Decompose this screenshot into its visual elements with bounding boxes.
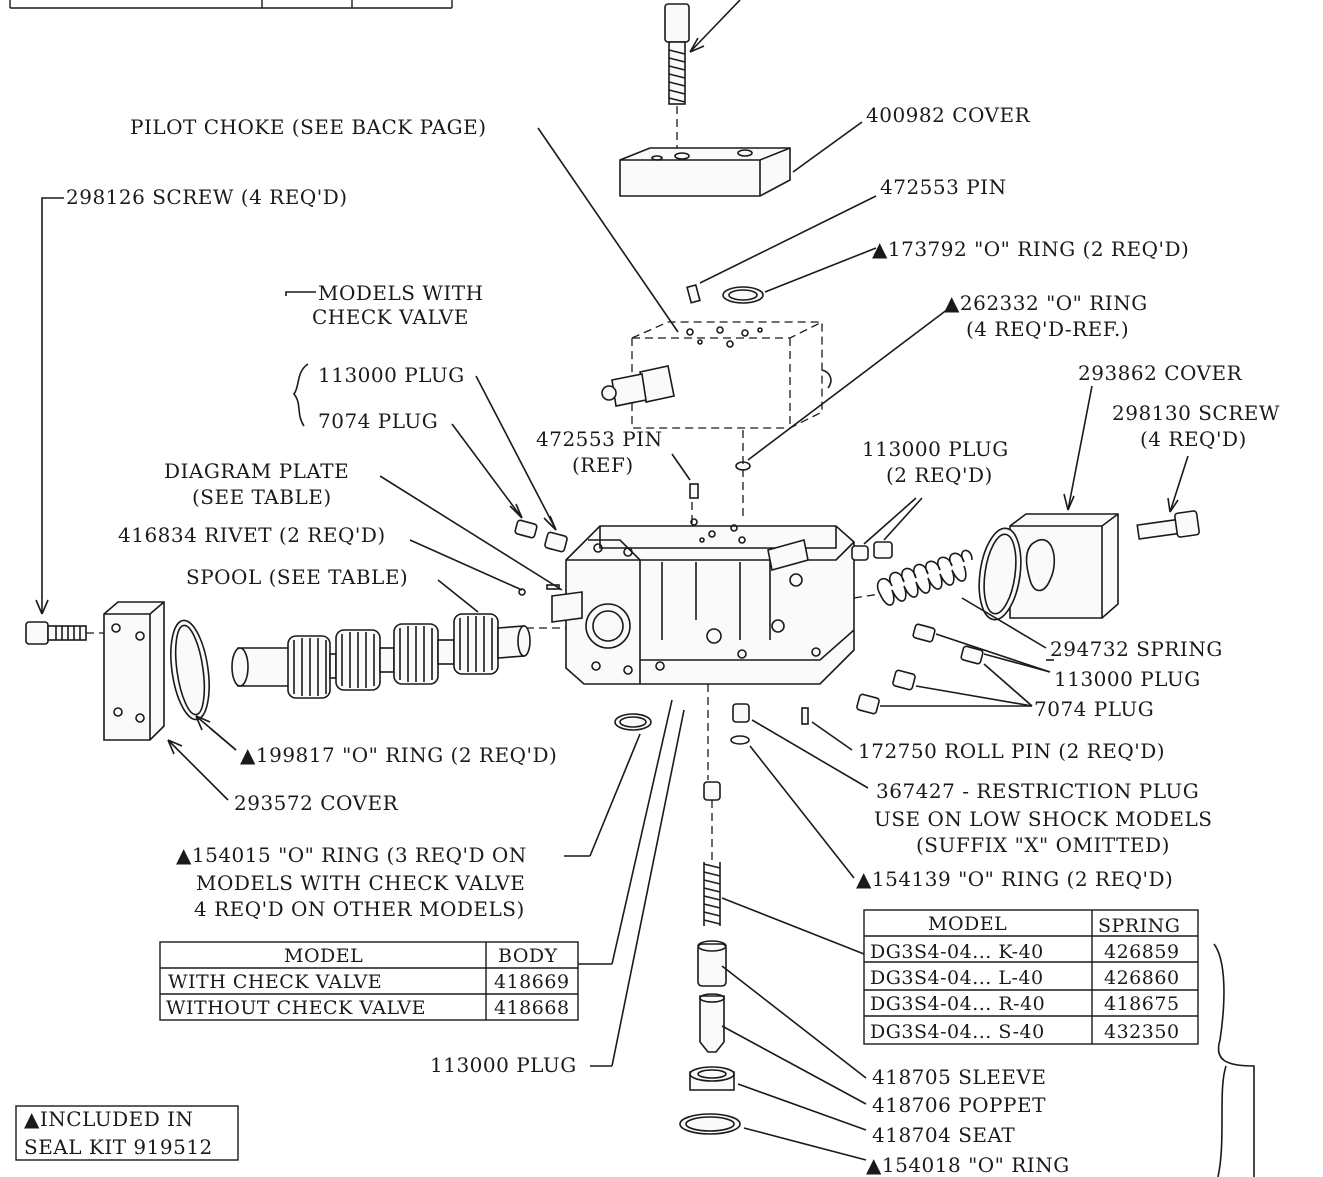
body-table-row-1-model: WITH CHECK VALVE: [168, 971, 382, 993]
cover-293572-part: [103, 601, 237, 801]
label-oring-173792: ▲173792 "O" RING (2 REQ'D): [872, 237, 1189, 261]
label-models-check-valve: MODELS WITH: [318, 281, 484, 305]
label-cover-400982: 400982 COVER: [866, 103, 1031, 127]
bottom-parts: [564, 699, 869, 1067]
label-pin-ref: 472553 PIN: [536, 427, 663, 451]
label-screw-298130-qty: (4 REQ'D): [1140, 427, 1247, 451]
seal-kit-line-2: SEAL KIT 919512: [24, 1135, 213, 1159]
leader-oring-199817: [209, 727, 237, 751]
oring-173792-part: [722, 247, 877, 304]
label-plug-7074-b: 7074 PLUG: [1034, 697, 1154, 721]
seal-kit-note: ▲INCLUDED IN SEAL KIT 919512: [15, 1105, 239, 1161]
label-plug-113000-c: 113000 PLUG: [1054, 667, 1201, 691]
top-long-screw: [664, 0, 741, 150]
table-brace-lower: [1217, 1065, 1227, 1177]
spring-table-header-model: MODEL: [928, 913, 1007, 935]
check-valve-stack: [679, 781, 867, 1161]
body-table: MODEL BODY WITH CHECK VALVE 418669 WITHO…: [159, 941, 579, 1021]
spring-294732-part: [876, 549, 1047, 649]
spring-table-row-1-spring: 426859: [1104, 941, 1180, 963]
table-brace: [1213, 943, 1255, 1177]
oring-262332-part: [735, 305, 953, 520]
spring-table-row-4-model: DG3S4-04... S-40: [870, 1021, 1045, 1043]
plug-parts: [379, 375, 1051, 715]
label-cover-293862: 293862 COVER: [1078, 361, 1243, 385]
label-oring-199817: ▲199817 "O" RING (2 REQ'D): [240, 743, 557, 767]
label-plug-113000-b-qty: (2 REQ'D): [886, 463, 993, 487]
screw-298126-part: [25, 197, 108, 645]
label-oring-154015-2: MODELS WITH CHECK VALVE: [196, 871, 525, 895]
label-spring-294732: 294732 SPRING: [1050, 637, 1223, 661]
label-oring-262332-qty: (4 REQ'D-REF.): [966, 317, 1129, 341]
spring-table-row-2-model: DG3S4-04... L-40: [870, 967, 1044, 989]
spring-table-row-4-spring: 432350: [1104, 1021, 1180, 1043]
top-table-fragment: [9, 0, 453, 9]
label-rivet-416834: 416834 RIVET (2 REQ'D): [118, 523, 386, 547]
spring-table-row-2-spring: 426860: [1104, 967, 1180, 989]
label-diagram-plate-2: (SEE TABLE): [192, 485, 332, 509]
label-pin-ref-2: (REF): [572, 453, 634, 477]
label-restriction-plug-3: (SUFFIX "X" OMITTED): [916, 833, 1170, 857]
label-restriction-plug-2: USE ON LOW SHOCK MODELS: [874, 807, 1213, 831]
label-diagram-plate: DIAGRAM PLATE: [164, 459, 349, 483]
label-roll-pin-172750: 172750 ROLL PIN (2 REQ'D): [858, 739, 1165, 763]
pin-472553-part: [686, 195, 877, 304]
body-table-header-body: BODY: [498, 945, 558, 967]
body-table-row-1-body: 418669: [494, 971, 570, 993]
screw-298130-part: [1136, 455, 1200, 540]
label-pin-472553: 472553 PIN: [880, 175, 1007, 199]
label-screw-298130: 298130 SCREW: [1112, 401, 1280, 425]
label-restriction-plug: 367427 - RESTRICTION PLUG: [876, 779, 1199, 803]
spool-part: [231, 579, 531, 699]
cover-293862-part: [978, 385, 1119, 621]
label-oring-262332: ▲262332 "O" RING: [944, 291, 1148, 315]
label-plug-113000-d: 113000 PLUG: [430, 1053, 577, 1077]
label-sleeve-418705: 418705 SLEEVE: [872, 1065, 1046, 1089]
label-poppet-418706: 418706 POPPET: [872, 1093, 1046, 1117]
label-oring-154015-3: 4 REQ'D ON OTHER MODELS): [194, 897, 525, 921]
label-oring-154018: ▲154018 "O" RING: [866, 1153, 1070, 1177]
label-models-check-valve-2: CHECK VALVE: [312, 305, 469, 329]
label-cover-293572: 293572 COVER: [234, 791, 399, 815]
spring-table: MODEL SPRING DG3S4-04... K-40 426859 DG3…: [863, 909, 1199, 1045]
check-valve-brace: [292, 363, 309, 427]
label-pilot-choke: PILOT CHOKE (SEE BACK PAGE): [130, 115, 487, 139]
label-seat-418704: 418704 SEAT: [872, 1123, 1015, 1147]
body-table-row-2-body: 418668: [494, 997, 570, 1019]
label-oring-154139: ▲154139 "O" RING (2 REQ'D): [856, 867, 1173, 891]
pilot-choke-block: [537, 127, 832, 429]
spring-table-header-spring: SPRING: [1098, 915, 1180, 937]
spring-table-row-3-model: DG3S4-04... R-40: [870, 993, 1045, 1015]
label-plug-113000-b: 113000 PLUG: [862, 437, 1009, 461]
label-screw-298126: 298126 SCREW (4 REQ'D): [66, 185, 348, 209]
spring-table-row-3-spring: 418675: [1104, 993, 1180, 1015]
main-valve-body: [500, 502, 881, 780]
body-table-row-2-model: WITHOUT CHECK VALVE: [166, 997, 426, 1019]
label-plug-7074-a: 7074 PLUG: [318, 409, 438, 433]
body-table-header-model: MODEL: [284, 945, 363, 967]
label-spool: SPOOL (SEE TABLE): [186, 565, 408, 589]
label-oring-154015: ▲154015 "O" RING (3 REQ'D ON: [176, 843, 527, 867]
spring-table-row-1-model: DG3S4-04... K-40: [870, 941, 1044, 963]
cover-400982-part: [619, 121, 863, 197]
check-valve-bracket-top: [285, 291, 316, 296]
label-plug-113000-a: 113000 PLUG: [318, 363, 465, 387]
seal-kit-line-1: ▲INCLUDED IN: [24, 1107, 194, 1131]
